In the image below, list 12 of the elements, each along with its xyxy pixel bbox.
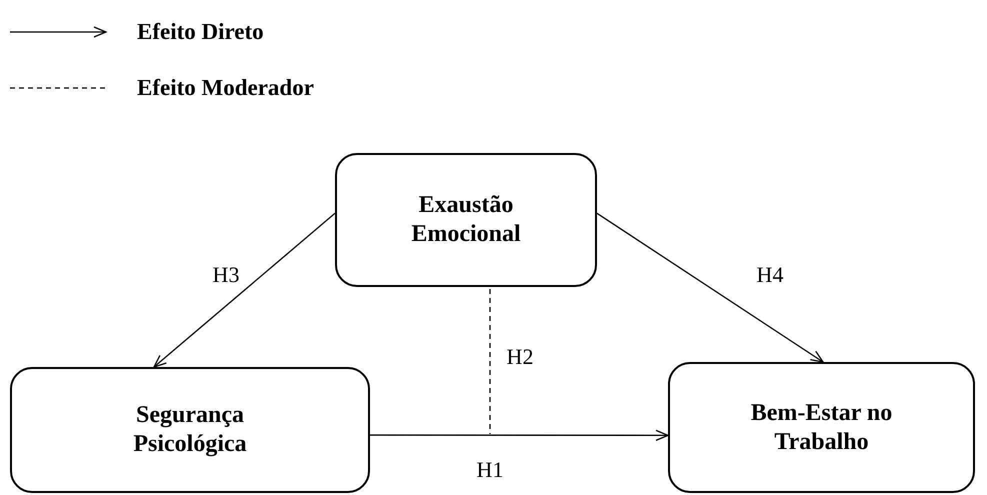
arrow bbox=[370, 430, 669, 441]
arrow bbox=[153, 212, 336, 368]
variable-box bbox=[10, 367, 370, 493]
variable-box bbox=[668, 362, 975, 493]
legend-text: Efeito Moderador bbox=[137, 75, 314, 101]
variable-box bbox=[335, 153, 597, 287]
dashed-line bbox=[489, 289, 491, 434]
legend-text: Efeito Direto bbox=[137, 19, 264, 45]
arrow bbox=[596, 212, 824, 363]
variable-name: Bem-Estar no Trabalho bbox=[750, 398, 894, 456]
variable-name: Exaustão Emocional bbox=[410, 191, 522, 249]
variable-name: Segurança Psicológica bbox=[132, 401, 248, 459]
